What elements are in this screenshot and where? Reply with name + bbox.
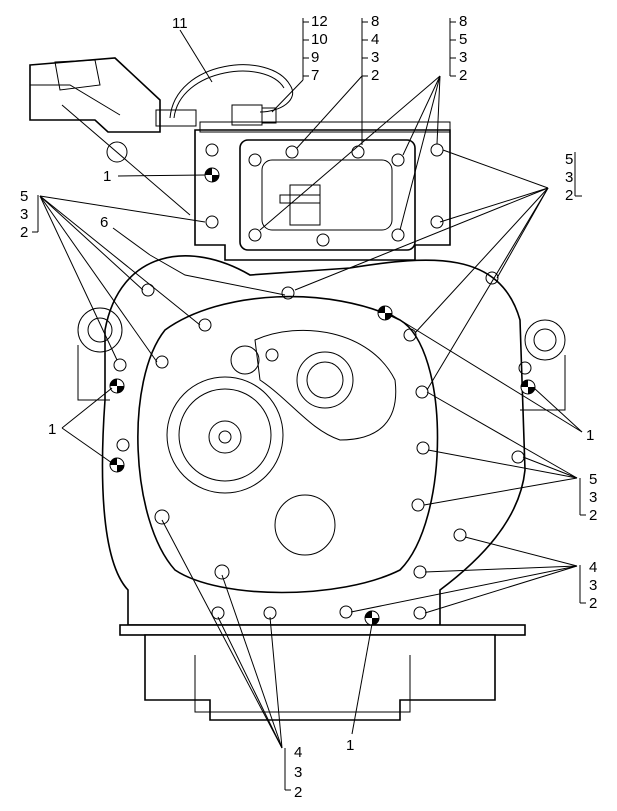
callout-8-mid: 8 <box>371 13 379 30</box>
top-bracket <box>29 57 191 216</box>
callout-2-right-upper: 2 <box>565 187 573 204</box>
callout-3-left: 3 <box>20 206 28 223</box>
callout-7: 7 <box>311 67 319 84</box>
callout-2-bottom: 2 <box>294 784 302 801</box>
callout-6: 6 <box>100 214 108 231</box>
datum-marks <box>109 167 536 626</box>
callout-3-right-upper: 3 <box>565 169 573 186</box>
top-cover <box>194 121 451 261</box>
callout-2-right-lower: 2 <box>589 595 597 612</box>
lower-sump <box>119 624 526 721</box>
callout-3-right: 3 <box>459 49 467 66</box>
callout-1-upper-left: 1 <box>103 168 111 185</box>
callout-3-right-lower: 3 <box>589 577 597 594</box>
callout-11: 11 <box>172 15 188 32</box>
callout-3-right-mid: 3 <box>589 489 597 506</box>
callout-4-bottom: 4 <box>294 744 302 761</box>
callout-5-right-upper: 5 <box>565 151 573 168</box>
callout-12: 12 <box>311 13 328 30</box>
callout-2-right: 2 <box>459 67 467 84</box>
callout-3-mid: 3 <box>371 49 379 66</box>
callout-2-mid: 2 <box>371 67 379 84</box>
callout-1-right: 1 <box>586 427 594 444</box>
leader-lines <box>32 18 586 791</box>
callout-2-left: 2 <box>20 224 28 241</box>
callout-8-right: 8 <box>459 13 467 30</box>
callout-3-bottom: 3 <box>294 764 302 781</box>
callout-5-left: 5 <box>20 188 28 205</box>
callout-4-mid: 4 <box>371 31 379 48</box>
callout-10: 10 <box>311 31 328 48</box>
callout-1-mid-left: 1 <box>48 421 56 438</box>
gear-cover <box>137 295 439 594</box>
callout-9: 9 <box>311 49 319 66</box>
callout-1-bottom: 1 <box>346 737 354 754</box>
wire-harness <box>155 64 293 127</box>
callout-2-right-mid: 2 <box>589 507 597 524</box>
callout-5-right: 5 <box>459 31 467 48</box>
callout-4-right-lower: 4 <box>589 559 597 576</box>
callout-labels: 11 12 10 9 7 8 4 3 2 8 5 3 2 1 5 3 2 6 1… <box>20 13 597 801</box>
callout-5-right-mid: 5 <box>589 471 597 488</box>
